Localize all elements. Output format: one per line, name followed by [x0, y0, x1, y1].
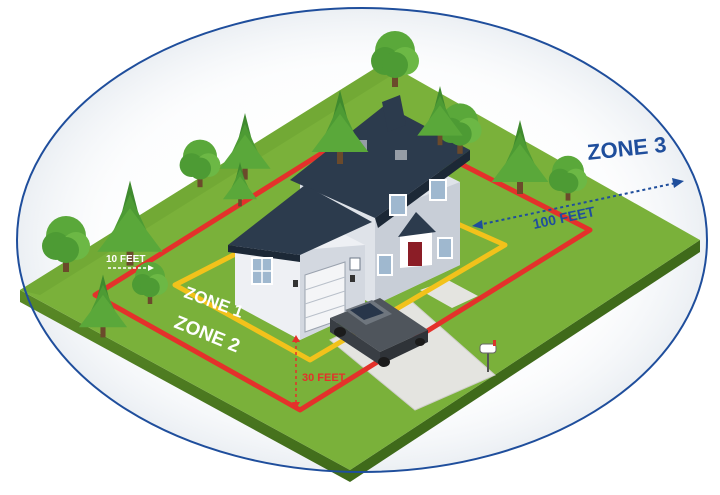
- deciduous-tree-icon: [548, 155, 588, 201]
- pine-tree-icon: [417, 86, 463, 146]
- trees: [42, 31, 588, 338]
- pickup-truck-icon: [330, 298, 428, 367]
- label-10-feet: 10 FEET: [106, 254, 145, 265]
- distance-marker-10ft: 10 FEET: [106, 254, 154, 271]
- pine-tree-icon: [311, 90, 369, 164]
- pine-tree-icon: [222, 162, 258, 207]
- label-30-feet: 30 FEET: [302, 372, 346, 384]
- deciduous-tree-icon: [132, 262, 168, 304]
- deciduous-tree-icon: [371, 31, 419, 87]
- distance-marker-30ft: 30 FEET: [292, 335, 346, 409]
- pine-tree-icon: [97, 180, 163, 266]
- house-icon: [228, 95, 470, 340]
- deciduous-tree-icon: [179, 139, 221, 188]
- pine-tree-icon: [219, 113, 271, 180]
- pine-tree-icon: [491, 120, 549, 194]
- zone3-boundary: [16, 7, 708, 473]
- deciduous-tree-icon: [42, 216, 90, 272]
- pine-tree-icon: [78, 274, 128, 338]
- mailbox-icon: [479, 340, 497, 372]
- ground-side-right: [350, 240, 700, 482]
- ground-side-left: [20, 290, 350, 482]
- zone2-boundary: [92, 117, 593, 413]
